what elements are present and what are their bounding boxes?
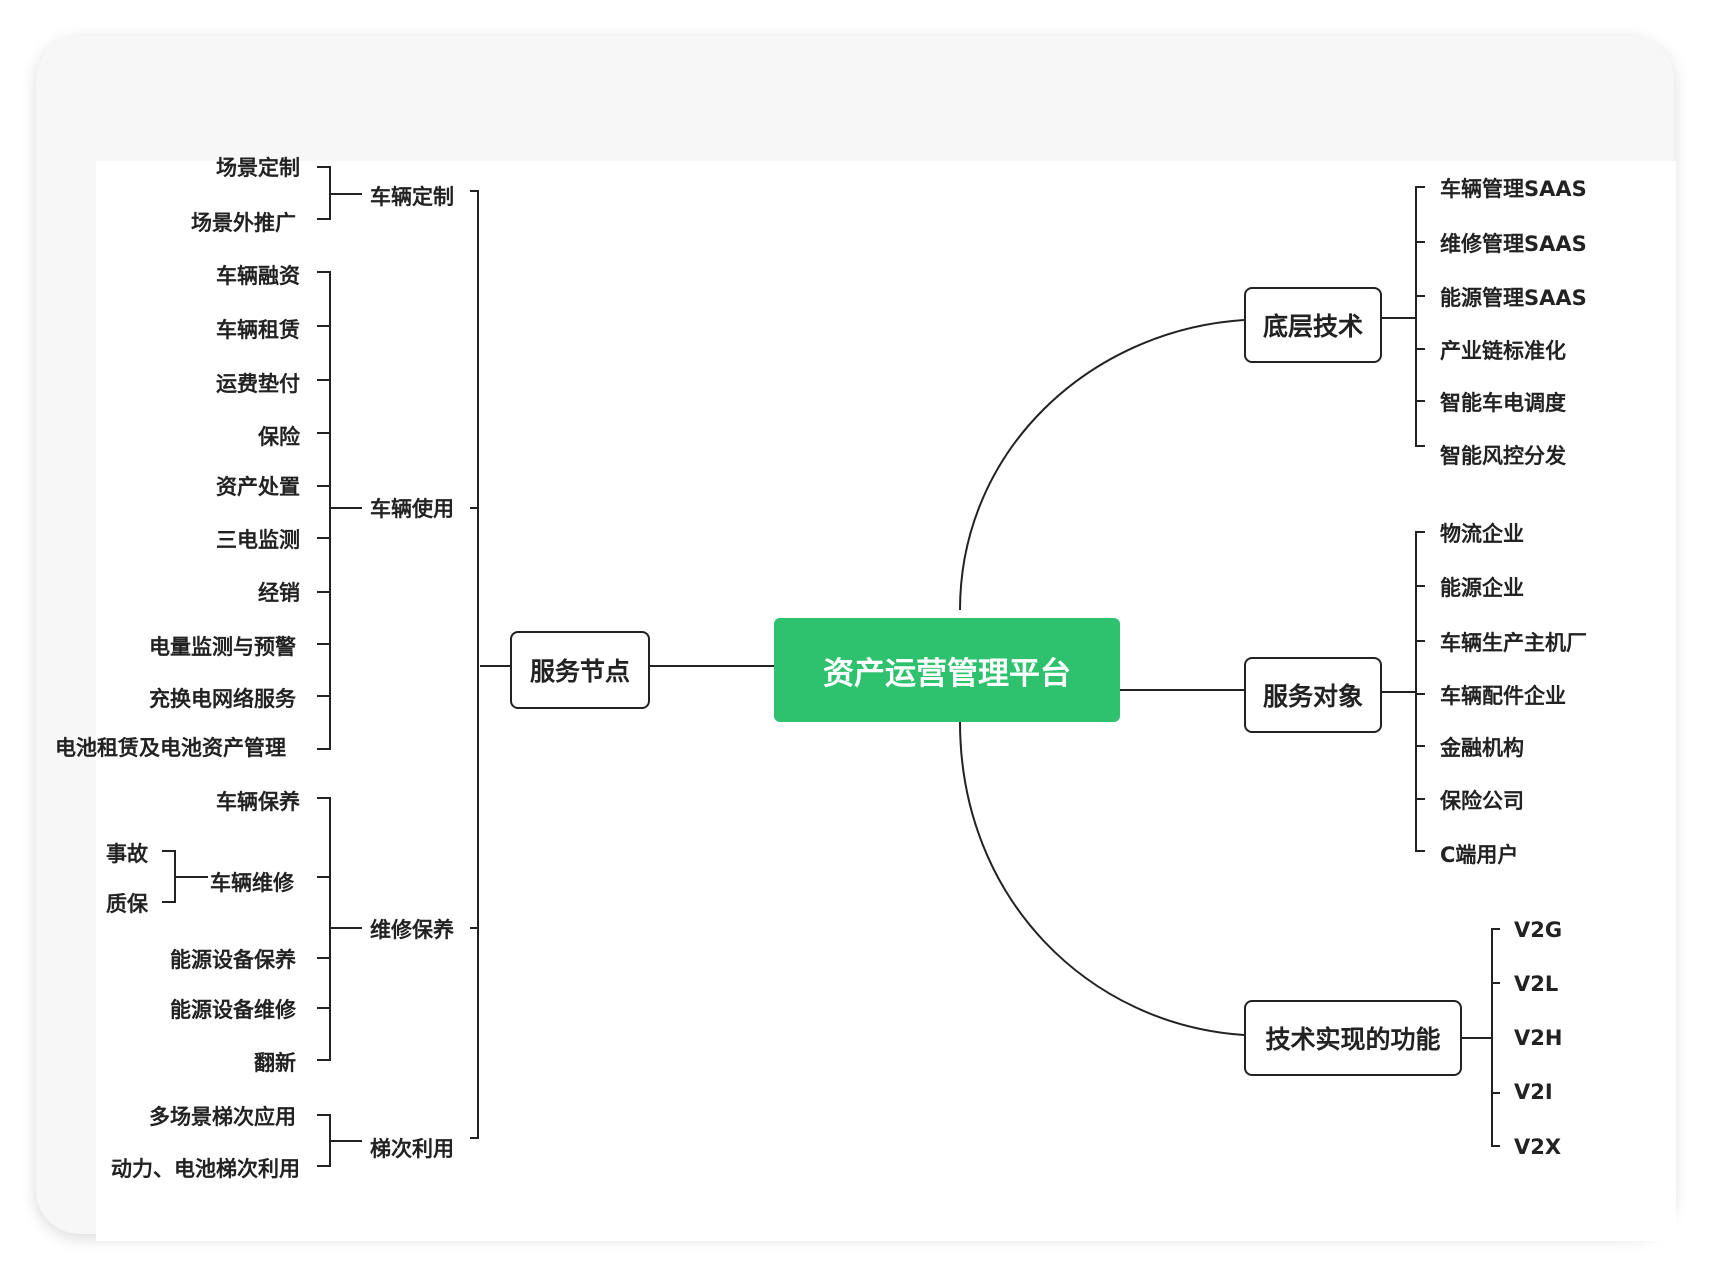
service-node: 服务节点	[510, 631, 650, 709]
leaf-item: 能源管理SAAS	[1440, 286, 1587, 310]
leaf-item: 物流企业	[1440, 522, 1524, 546]
leaf-item: 车辆维修	[210, 871, 294, 895]
leaf-item: 运费垫付	[216, 372, 300, 396]
leaf-item: V2G	[1514, 918, 1563, 942]
leaf-item: 资产处置	[216, 475, 300, 499]
leaf-item: 维修管理SAAS	[1440, 232, 1587, 256]
leaf-item: 三电监测	[216, 528, 300, 552]
center-node: 资产运营管理平台	[774, 618, 1120, 722]
leaf-item: 车辆租赁	[216, 318, 300, 342]
leaf-item: 充换电网络服务	[149, 687, 296, 711]
leaf-item: 车辆管理SAAS	[1440, 177, 1587, 201]
target-node: 服务对象	[1244, 657, 1382, 733]
leaf-item: V2X	[1514, 1135, 1562, 1159]
group-label-maintenance: 维修保养	[370, 918, 454, 942]
leaf-item: 场景外推广	[191, 211, 296, 235]
leaf-item: 车辆保养	[216, 790, 300, 814]
tech-node: 底层技术	[1244, 287, 1382, 363]
leaf-item: 电量监测与预警	[149, 635, 296, 659]
leaf-item: 电池租赁及电池资产管理	[55, 736, 286, 760]
leaf-item: 场景定制	[216, 156, 300, 180]
leaf-item: 经销	[258, 581, 300, 605]
leaf-item: 动力、电池梯次利用	[111, 1157, 300, 1181]
leaf-item: 智能风控分发	[1440, 444, 1566, 468]
leaf-item: 车辆配件企业	[1440, 684, 1566, 708]
group-label-cascade: 梯次利用	[370, 1137, 454, 1161]
function-node: 技术实现的功能	[1244, 1000, 1462, 1076]
leaf-item: 金融机构	[1440, 736, 1524, 760]
leaf-item: 能源设备保养	[170, 948, 296, 972]
leaf-item: 车辆融资	[216, 264, 300, 288]
leaf-item: 保险	[258, 425, 300, 449]
leaf-item: 保险公司	[1440, 789, 1524, 813]
leaf-item: 能源设备维修	[170, 998, 296, 1022]
leaf-item: V2L	[1514, 972, 1559, 996]
leaf-item: 翻新	[254, 1051, 296, 1075]
leaf-item: 质保	[106, 892, 148, 916]
leaf-item: V2H	[1514, 1026, 1563, 1050]
leaf-item: V2I	[1514, 1080, 1553, 1104]
group-label-customization: 车辆定制	[370, 185, 454, 209]
leaf-item: 车辆生产主机厂	[1440, 631, 1587, 655]
leaf-item: 多场景梯次应用	[149, 1105, 296, 1129]
leaf-item: 能源企业	[1440, 576, 1524, 600]
leaf-item: 产业链标准化	[1440, 339, 1566, 363]
leaf-item: C端用户	[1440, 843, 1519, 867]
leaf-item: 事故	[106, 842, 148, 866]
leaf-item: 智能车电调度	[1440, 391, 1566, 415]
group-label-usage: 车辆使用	[370, 497, 454, 521]
